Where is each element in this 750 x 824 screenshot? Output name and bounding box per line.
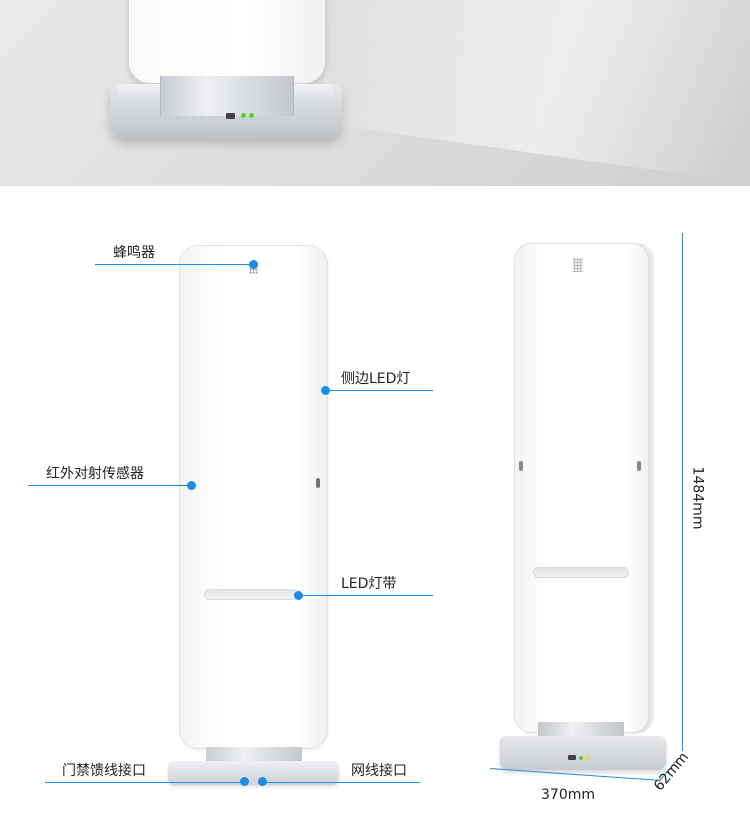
side-led-leader-line [325, 390, 433, 391]
network-port-label: 网线接口 [351, 763, 407, 779]
dimension-led-strip [533, 567, 629, 578]
dimension-speaker-holes-icon [573, 258, 583, 272]
hero-status-led-green [241, 113, 246, 118]
front-gate-panel [180, 246, 327, 748]
buzzer-label: 蜂鸣器 [113, 245, 155, 261]
network-port-leader-line [262, 782, 420, 783]
dimension-status-led-green [579, 756, 583, 760]
side-led-marker-dot [321, 386, 330, 395]
dimension-gate-panel [515, 244, 648, 732]
network-port-marker-dot [258, 777, 267, 786]
width-dimension-text: 370mm [541, 787, 595, 803]
front-led-strip [204, 589, 299, 600]
led-strip-leader-line [298, 595, 433, 596]
infrared-sensor-leader-line [28, 485, 191, 486]
front-gate-post [206, 747, 302, 763]
hero-network-port [226, 113, 235, 119]
height-dimension-text: 1484mm [689, 466, 706, 530]
access-feedback-port-marker-dot [240, 777, 249, 786]
side-led-window [316, 478, 320, 488]
buzzer-holes-icon [249, 265, 258, 274]
hero-light-reflection [318, 0, 750, 186]
buzzer-marker-dot [249, 260, 258, 269]
hero-gate-panel [128, 0, 326, 84]
led-strip-label: LED灯带 [341, 576, 397, 592]
dimension-side-led-left [519, 461, 523, 471]
led-strip-marker-dot [294, 591, 303, 600]
dimension-gate-base [500, 736, 666, 770]
hero-photo [0, 0, 750, 186]
dimension-network-port [568, 755, 576, 760]
infrared-sensor-label: 红外对射传感器 [46, 466, 144, 482]
infrared-sensor-marker-dot [187, 481, 196, 490]
access-feedback-port-label: 门禁馈线接口 [62, 763, 146, 779]
dimension-side-led-right [637, 461, 641, 471]
hero-status-led-green-2 [249, 113, 254, 118]
buzzer-leader-line [95, 264, 253, 265]
dimension-status-led-yellow [585, 756, 589, 760]
side-led-label: 侧边LED灯 [341, 371, 411, 387]
height-dimension-line [682, 233, 683, 751]
access-feedback-port-leader-line [45, 782, 245, 783]
front-gate-base [168, 761, 339, 785]
hero-gate-post [160, 76, 294, 116]
